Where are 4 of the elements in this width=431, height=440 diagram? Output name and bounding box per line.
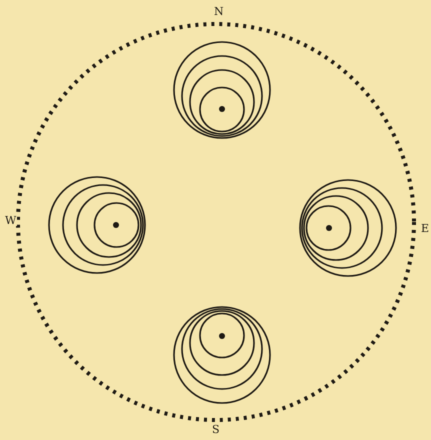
compass-letter: S bbox=[211, 424, 221, 435]
compass-letter: E bbox=[420, 223, 430, 234]
compass-letter: N bbox=[213, 6, 225, 17]
compass-letter: W bbox=[4, 215, 18, 226]
